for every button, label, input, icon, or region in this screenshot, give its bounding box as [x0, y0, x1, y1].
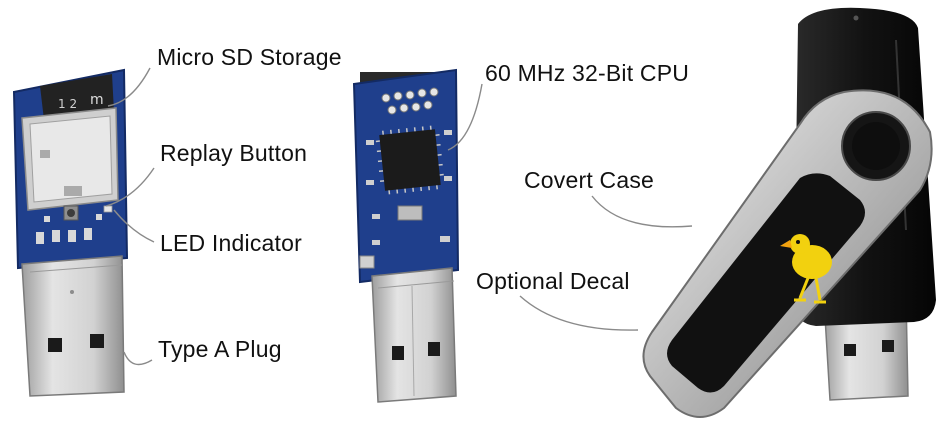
- solder-pads-left: [36, 214, 102, 244]
- label-optional-decal: Optional Decal: [476, 268, 630, 294]
- covert-case-drive: [642, 7, 936, 418]
- leader-sd: [107, 67, 151, 107]
- leader-plug: [123, 351, 153, 366]
- smd-components: [366, 130, 452, 245]
- svg-text:m: m: [90, 92, 104, 108]
- duck-decal: [780, 234, 832, 304]
- callout-leaders: [105, 67, 693, 366]
- label-cpu: 60 MHz 32-Bit CPU: [485, 60, 690, 86]
- label-replay-button: Replay Button: [160, 140, 308, 166]
- board-middle: [352, 68, 460, 403]
- leader-decal: [519, 295, 639, 331]
- leader-covert: [591, 195, 693, 228]
- label-led-indicator: LED Indicator: [160, 230, 302, 256]
- leader-cpu: [447, 83, 483, 151]
- label-covert-case: Covert Case: [524, 167, 655, 193]
- micro-sd-card: 1 2 m: [40, 74, 114, 120]
- usb-plug-left: [21, 255, 125, 397]
- svg-text:1 2: 1 2: [58, 97, 77, 111]
- cpu-chip: [375, 125, 444, 195]
- label-type-a-plug: Type A Plug: [158, 336, 282, 362]
- header-holes: [381, 87, 439, 115]
- leader-replay: [105, 167, 155, 207]
- watermark: 安全客: [734, 406, 767, 419]
- board-left: 1 2 m: [12, 68, 129, 397]
- led-indicator: [103, 205, 113, 213]
- leader-led: [113, 209, 155, 243]
- decal-panel: [667, 173, 865, 393]
- crystal-oscillator: [397, 205, 423, 221]
- usb-plug-middle: [371, 267, 457, 403]
- label-micro-sd-storage: Micro SD Storage: [157, 44, 342, 70]
